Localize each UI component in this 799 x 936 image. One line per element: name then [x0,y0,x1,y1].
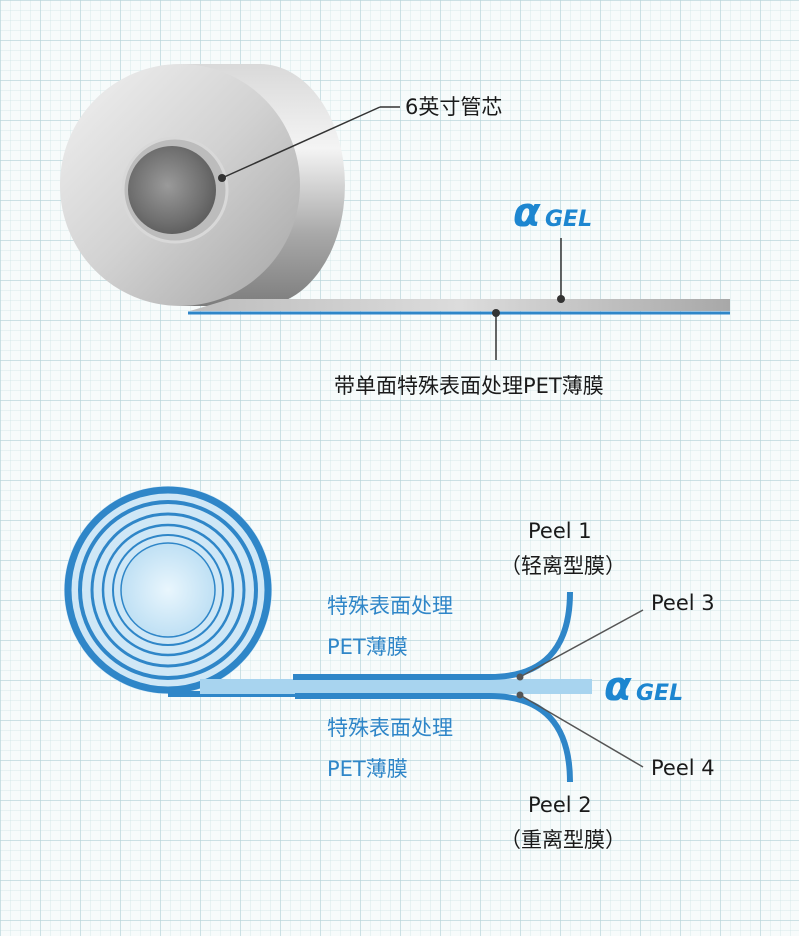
bottom-alpha-gel-logo: α GEL [604,664,683,710]
upper-film-label-1: 特殊表面处理 [327,594,453,618]
film-label: 带单面特殊表面处理PET薄膜 [334,374,604,398]
svg-text:GEL: GEL [545,207,592,232]
top-alpha-gel-logo: α GEL [513,190,592,236]
gel-layer-bottom [200,679,592,694]
peel1-label: Peel 1 [528,519,592,543]
bottom-roll [64,486,592,783]
lower-pet-film [295,693,573,783]
peel3-leader [519,609,644,678]
peel4-dot [516,691,524,699]
peel2-desc: （重离型膜） [500,828,626,852]
core-leader-dot [218,174,226,182]
svg-text:GEL: GEL [636,681,683,706]
gel-leader-dot [557,295,565,303]
upper-film-label-2: PET薄膜 [327,635,408,659]
top-roll [60,64,730,315]
bottom-labels: 特殊表面处理 PET薄膜 特殊表面处理 PET薄膜 Peel 1 （轻离型膜） … [327,519,715,852]
top-callouts: 6英寸管芯 α GEL 带单面特殊表面处理PET薄膜 [218,95,604,398]
core-leader [221,106,381,179]
upper-pet-film [293,591,573,680]
peel3-label: Peel 3 [651,591,715,615]
peel4-leader [519,694,644,768]
svg-text:α: α [513,190,541,236]
peel1-desc: （轻离型膜） [500,554,626,578]
gel-sheet [190,299,730,311]
peel4-label: Peel 4 [651,756,715,780]
core-hole [128,146,216,234]
peel3-dot [516,673,524,681]
film-leader-dot [492,309,500,317]
lower-film-label-1: 特殊表面处理 [327,716,453,740]
peel2-label: Peel 2 [528,793,592,817]
core-label: 6英寸管芯 [405,95,502,119]
lower-film-label-2: PET薄膜 [327,757,408,781]
svg-text:α: α [604,664,632,710]
